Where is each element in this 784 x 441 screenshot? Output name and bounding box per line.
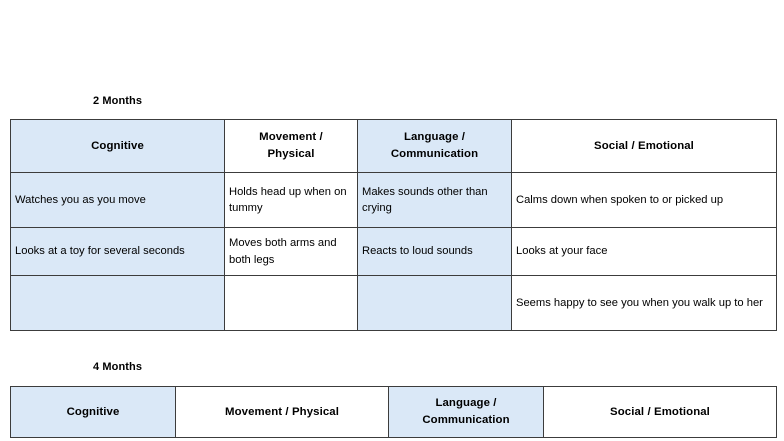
cell-language (357, 275, 512, 331)
column-header-line1: Language / (435, 397, 497, 410)
column-header-line1: Movement / (259, 131, 323, 144)
cell-social: Calms down when spoken to or picked up (511, 172, 777, 228)
column-header-social-emotional: Social / Emotional (511, 119, 777, 173)
table-header-row: Cognitive Movement / Physical Language /… (10, 119, 777, 173)
cell-cognitive (10, 275, 225, 331)
cell-social: Seems happy to see you when you walk up … (511, 275, 777, 331)
section-label-4-months: 4 Months (93, 361, 143, 373)
cell-movement (224, 275, 358, 331)
cell-language: Makes sounds other than crying (357, 172, 512, 228)
table-header-row: Cognitive Movement / Physical Language /… (10, 386, 777, 438)
column-header-cognitive: Cognitive (10, 386, 176, 438)
column-header-cognitive: Cognitive (10, 119, 225, 173)
column-header-social-emotional: Social / Emotional (543, 386, 777, 438)
column-header-language-communication: Language / Communication (357, 119, 512, 173)
cell-cognitive: Looks at a toy for several seconds (10, 227, 225, 276)
cell-cognitive: Watches you as you move (10, 172, 225, 228)
milestones-table-4-months: Cognitive Movement / Physical Language /… (10, 386, 777, 438)
cell-social: Looks at your face (511, 227, 777, 276)
column-header-line2: Physical (267, 148, 315, 160)
column-header-language-communication: Language / Communication (388, 386, 544, 438)
table-row: Watches you as you move Holds head up wh… (10, 172, 777, 228)
table-row: Looks at a toy for several seconds Moves… (10, 227, 777, 276)
table-row: Seems happy to see you when you walk up … (10, 275, 777, 331)
column-header-movement-physical: Movement / Physical (175, 386, 389, 438)
column-header-line2: Communication (422, 414, 510, 426)
column-header-movement-physical: Movement / Physical (224, 119, 358, 173)
cell-language: Reacts to loud sounds (357, 227, 512, 276)
cell-movement: Holds head up when on tummy (224, 172, 358, 228)
column-header-line1: Language / (403, 131, 466, 144)
cell-movement: Moves both arms and both legs (224, 227, 358, 276)
milestones-table-2-months: Cognitive Movement / Physical Language /… (10, 119, 777, 331)
section-label-2-months: 2 Months (93, 95, 143, 107)
column-header-line2: Communication (390, 148, 479, 160)
